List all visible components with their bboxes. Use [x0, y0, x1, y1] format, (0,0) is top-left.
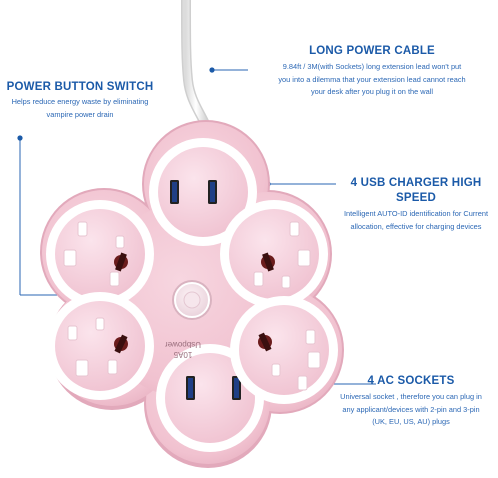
callout-description: Universal socket , therefore you can plu…	[324, 391, 498, 429]
callout-line: you into a dilemma that your extension l…	[278, 74, 466, 84]
power-cable	[181, 0, 211, 131]
ac-socket-icon	[63, 221, 128, 287]
callout-line: Universal socket , therefore you can plu…	[340, 392, 482, 401]
ac-socket-icon	[253, 221, 311, 289]
usb-port-icon	[170, 180, 217, 204]
callout-description: Helps reduce energy waste by eliminating…	[0, 96, 160, 121]
callout-line: vampire power drain	[46, 109, 114, 119]
callout-line: (UK, EU, US, AU) plugs	[372, 417, 450, 426]
product-label-line-1: 10A5	[173, 350, 192, 359]
product-label: 10A5 Usbpower	[165, 340, 201, 359]
usb-socket-top	[149, 138, 257, 246]
product-label-line-2: Usbpower	[165, 340, 201, 349]
callout-title-line: 4 USB CHARGER HIGH	[350, 177, 482, 189]
usb-port-icon	[186, 376, 241, 400]
ac-socket-icon	[67, 317, 128, 377]
callout-title: LONG POWER CABLE	[309, 45, 435, 57]
callout-line: Helps reduce energy waste by eliminating	[11, 97, 149, 106]
callout-line: your desk after you plug it on the wall	[310, 87, 433, 96]
callout-line: allocation, effective for charging devic…	[350, 221, 482, 231]
callout-power-button-switch: POWER BUTTON SWITCH Helps reduce energy …	[0, 80, 160, 121]
callout-title: 4 USB CHARGER HIGH SPEED	[334, 176, 498, 206]
ac-socket-bottom-right	[230, 296, 338, 404]
callout-title: 4 AC SOCKETS	[367, 375, 455, 387]
callout-description: 9.84ft / 3M(with Sockets) long extension…	[246, 61, 498, 99]
callout-line: any applicant/devices with 2-pin and 3-p…	[342, 404, 480, 414]
ac-socket-top-right	[220, 200, 328, 308]
callout-line: 9.84ft / 3M(with Sockets) long extension…	[282, 62, 462, 71]
callout-long-power-cable: LONG POWER CABLE 9.84ft / 3M(with Socket…	[246, 44, 498, 99]
power-switch-icon	[172, 280, 212, 320]
ac-socket-top-left	[46, 200, 154, 308]
ac-socket-icon	[258, 329, 321, 391]
ac-socket-bottom-left	[46, 292, 154, 400]
callout-description: Intelligent AUTO-ID identification for C…	[334, 208, 498, 233]
callout-title: POWER BUTTON SWITCH	[6, 81, 154, 93]
callout-usb-charger: 4 USB CHARGER HIGH SPEED Intelligent AUT…	[334, 176, 498, 233]
callout-line: Intelligent AUTO-ID identification for C…	[343, 209, 489, 218]
callout-title-line: SPEED	[396, 192, 436, 204]
callout-ac-sockets: 4 AC SOCKETS Universal socket , therefor…	[324, 374, 498, 429]
